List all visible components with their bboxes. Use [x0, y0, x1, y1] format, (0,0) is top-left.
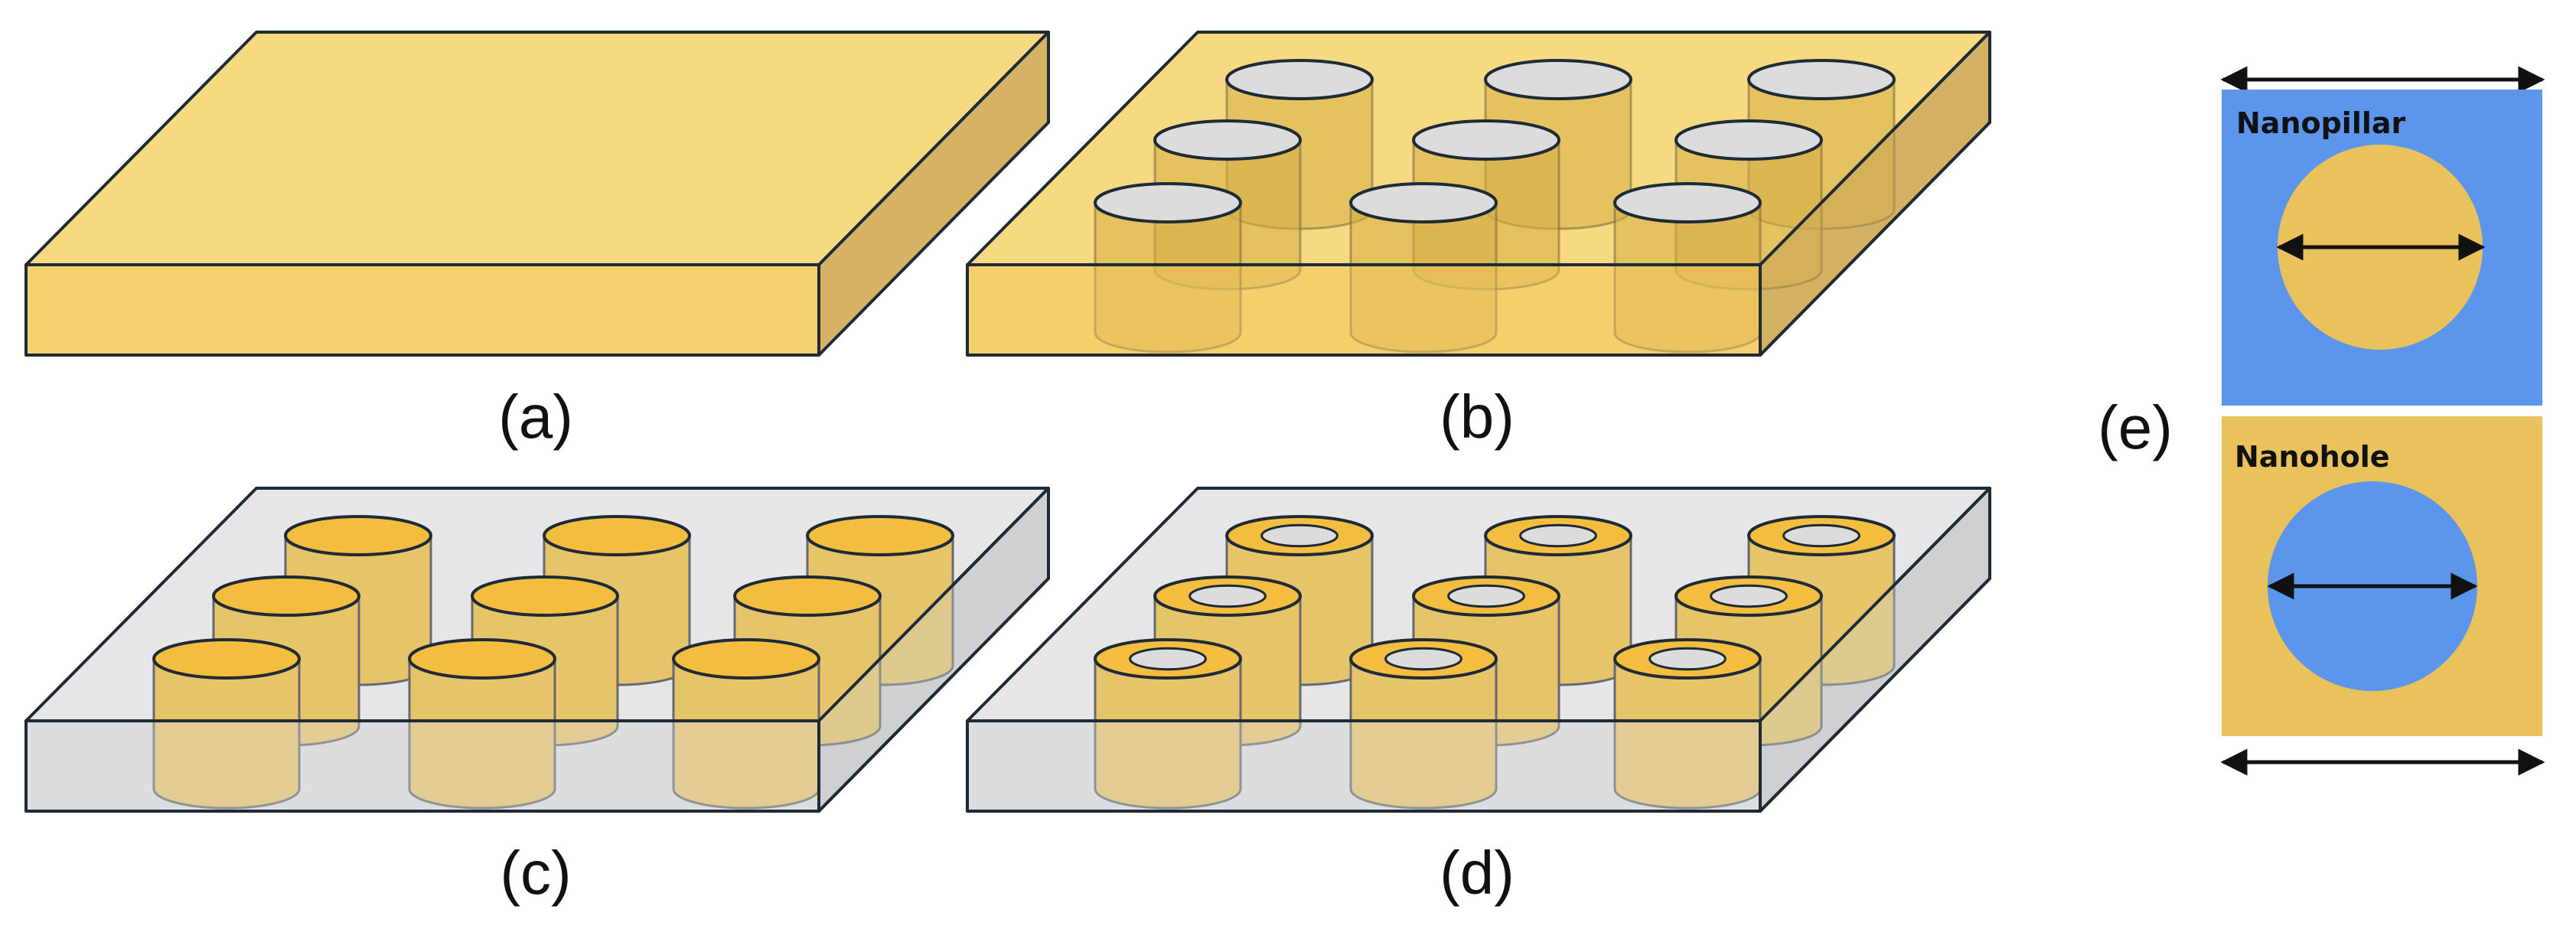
slab-front-overlay — [26, 721, 819, 811]
panel-e-unit-cells: Nanopillar Nanohole — [2220, 66, 2545, 776]
pillar — [1349, 182, 1498, 354]
slab-side-edge — [1759, 31, 1991, 357]
slab-side-overlay — [1760, 488, 1990, 811]
pillar-cap — [543, 515, 691, 556]
panel-c-gold-nanopillars — [24, 487, 1050, 813]
panel-d-gold-nanorings — [966, 487, 1991, 813]
pillar-body — [1349, 657, 1498, 810]
pillar — [152, 638, 301, 810]
pillar-cap — [212, 575, 360, 617]
pillar-body — [1349, 201, 1498, 354]
hole-top — [1412, 119, 1560, 161]
ring-inner-hole — [1129, 647, 1207, 671]
ring-inner-hole — [1782, 523, 1860, 548]
pillar — [408, 638, 556, 810]
ring-inner-hole — [1384, 647, 1462, 671]
pillar — [1349, 638, 1498, 810]
hole-top — [1153, 119, 1302, 161]
panel-a-gold-film — [24, 31, 1050, 357]
pillar-cap — [408, 638, 556, 680]
ring-inner-hole — [1260, 523, 1339, 548]
ring-inner-hole — [1648, 647, 1727, 671]
pillar-cap — [284, 515, 432, 556]
slab-side-edge — [1759, 487, 1991, 813]
panel-e-label: (e) — [2098, 393, 2173, 461]
slab-front-overlay — [967, 265, 1760, 355]
ring-inner-hole — [1189, 584, 1267, 608]
ring-inner-hole — [1710, 584, 1788, 608]
slab-front-face — [24, 263, 820, 357]
hole-top — [1094, 182, 1242, 223]
pillar — [1613, 638, 1762, 810]
pillar — [1094, 182, 1242, 354]
pillar-body — [408, 657, 556, 810]
slab-side-overlay — [1760, 32, 1990, 355]
pillar-cap — [672, 638, 820, 680]
pillar-cap — [471, 575, 619, 617]
pillar-body — [1613, 201, 1762, 354]
pillar — [672, 638, 820, 810]
hole-top — [1613, 182, 1762, 223]
pillar — [1613, 182, 1762, 354]
panel-a-label: (a) — [498, 383, 573, 451]
pillar-body — [1094, 201, 1242, 354]
hole-top — [1747, 59, 1896, 100]
pillar-body — [1094, 657, 1242, 810]
slab-front-overlay — [967, 721, 1760, 811]
panel-b-label: (b) — [1440, 383, 1515, 451]
panel-c-label: (c) — [500, 839, 571, 907]
pillar — [1094, 638, 1242, 810]
pillar-cap — [733, 575, 882, 617]
ring-inner-hole — [1447, 584, 1525, 608]
hole-top — [1225, 59, 1374, 100]
slab-side-edge — [817, 487, 1050, 813]
nanopillar-title: Nanopillar — [2236, 106, 2406, 140]
pillar-cap — [152, 638, 301, 680]
nanohole-title: Nanohole — [2235, 440, 2390, 474]
pillar-body — [1613, 657, 1762, 810]
pillar-body — [152, 657, 301, 810]
hole-top — [1484, 59, 1632, 100]
pillar-body — [672, 657, 820, 810]
pillar-cap — [806, 515, 954, 556]
ring-inner-hole — [1519, 523, 1597, 548]
panel-b-nanoholes-in-gold — [966, 31, 1991, 357]
hole-top — [1674, 119, 1823, 161]
hole-top — [1349, 182, 1498, 223]
slab-side-overlay — [819, 488, 1048, 811]
panel-d-label: (d) — [1440, 839, 1515, 907]
